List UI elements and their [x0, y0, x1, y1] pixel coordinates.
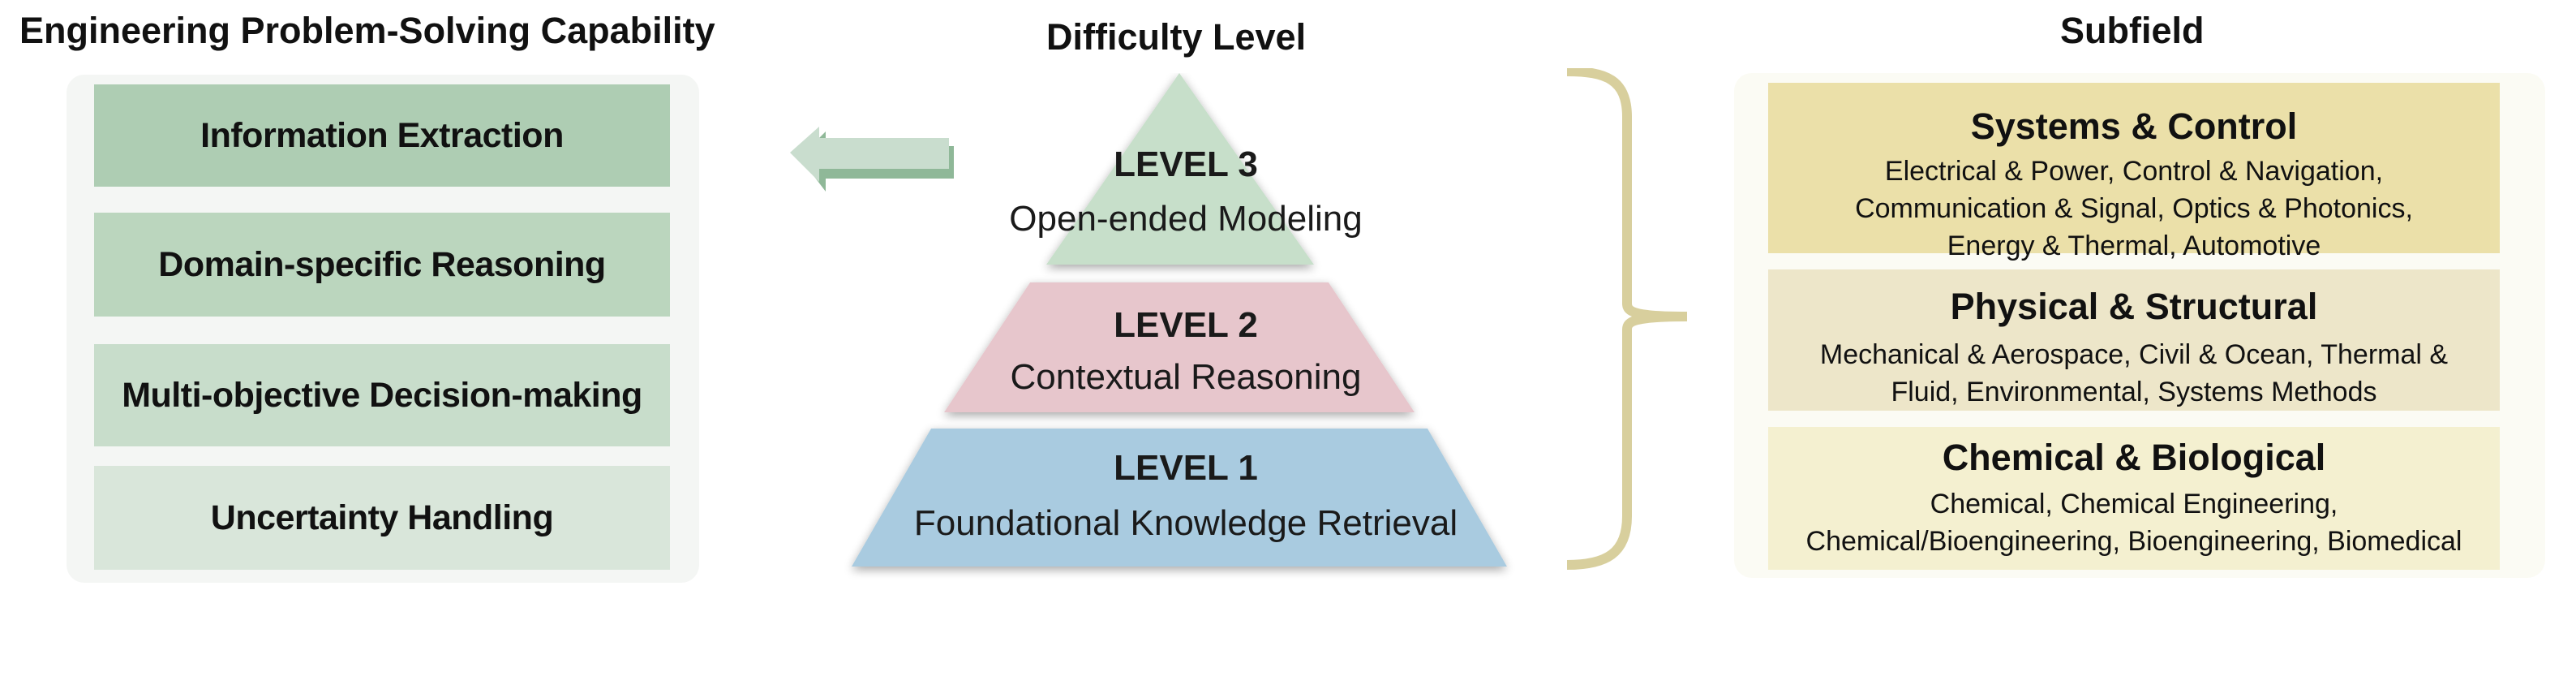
capability-panel: Information Extraction Domain-specific R… — [67, 75, 699, 583]
curly-brace-icon — [1566, 68, 1687, 570]
subfield-line: Chemical/Bioengineering, Bioengineering,… — [1805, 526, 2462, 557]
subfield-title: Systems & Control — [1970, 106, 2298, 147]
subfield-line: Chemical, Chemical Engineering, — [1930, 489, 2338, 519]
subfield-title: Chemical & Biological — [1942, 437, 2326, 478]
capability-domain-specific-reasoning: Domain-specific Reasoning — [94, 213, 670, 317]
level-1-subtitle: Foundational Knowledge Retrieval — [913, 503, 1458, 543]
level-2-tier — [944, 282, 1415, 412]
subfield-chemical-biological: Chemical & Biological Chemical, Chemical… — [1768, 427, 2500, 570]
level-1-title: LEVEL 1 — [1114, 448, 1258, 488]
subfield-systems-control: Systems & Control Electrical & Power, Co… — [1768, 83, 2500, 261]
capability-heading: Engineering Problem-Solving Capability — [19, 10, 715, 51]
capability-multi-objective-decision-making: Multi-objective Decision-making — [94, 344, 670, 446]
difficulty-heading: Difficulty Level — [1046, 16, 1307, 58]
level-2-title: LEVEL 2 — [1114, 305, 1258, 345]
subfield-physical-structural: Physical & Structural Mechanical & Aeros… — [1768, 269, 2500, 411]
subfield-description: Chemical, Chemical Engineering, Chemical… — [1768, 485, 2500, 560]
level-1-tier — [852, 429, 1507, 567]
level-3-subtitle: Open-ended Modeling — [1009, 199, 1363, 239]
arrow-body — [790, 127, 949, 182]
capability-uncertainty-handling: Uncertainty Handling — [94, 466, 670, 570]
subfield-line: Communication & Signal, Optics & Photoni… — [1855, 193, 2413, 224]
subfield-heading: Subfield — [2060, 10, 2205, 51]
level-3-title: LEVEL 3 — [1114, 144, 1258, 184]
subfield-line: Electrical & Power, Control & Navigation… — [1884, 156, 2384, 187]
capability-information-extraction: Information Extraction — [94, 84, 670, 187]
level-3-tier — [1046, 73, 1314, 265]
subfield-title: Physical & Structural — [1950, 286, 2318, 327]
level-2-subtitle: Contextual Reasoning — [1010, 357, 1362, 397]
subfield-description: Mechanical & Aerospace, Civil & Ocean, T… — [1768, 336, 2500, 411]
subfield-description: Electrical & Power, Control & Navigation… — [1768, 153, 2500, 265]
subfield-line: Fluid, Environmental, Systems Methods — [1891, 377, 2377, 407]
left-arrow-icon — [790, 127, 954, 192]
subfield-line: Energy & Thermal, Automotive — [1947, 231, 2321, 261]
subfield-line: Mechanical & Aerospace, Civil & Ocean, T… — [1819, 339, 2449, 370]
subfield-panel: Systems & Control Electrical & Power, Co… — [1734, 73, 2545, 578]
difficulty-pyramid — [852, 73, 1507, 567]
